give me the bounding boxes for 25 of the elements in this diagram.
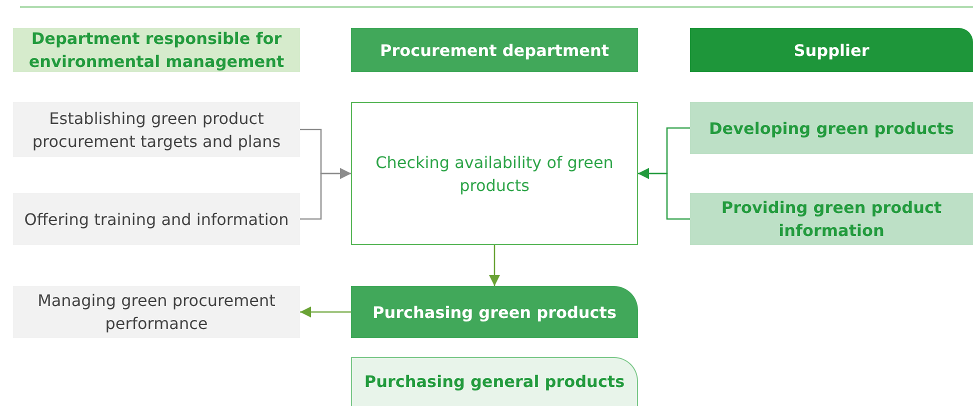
node-label: Checking availability of green products	[374, 152, 614, 196]
task-box	[690, 193, 973, 245]
node-label: Supplier	[794, 40, 870, 62]
arrow	[638, 168, 690, 220]
node-label: Procurement department	[380, 40, 609, 62]
node-label: Developing green products	[708, 118, 954, 140]
node-label: Purchasing general products	[364, 371, 625, 393]
process-box	[351, 102, 638, 245]
column-header	[690, 28, 973, 72]
task-box	[690, 102, 973, 154]
node-label: Establishing green product procurement targets and plans	[31, 108, 282, 152]
process-box	[351, 286, 638, 338]
arrow	[300, 306, 351, 318]
node-label: Providing green product information	[720, 197, 943, 242]
arrow	[489, 245, 500, 286]
node-label: Purchasing green products	[372, 302, 616, 324]
task-box	[13, 286, 300, 338]
column-header	[351, 28, 638, 72]
node-label: Offering training and information	[24, 208, 289, 230]
process-box	[351, 357, 638, 406]
node-label: Managing green procurement performance	[36, 290, 276, 335]
node-label: Department responsible for environmental management	[28, 28, 286, 73]
task-box	[13, 102, 300, 157]
arrow	[300, 168, 351, 220]
task-box	[13, 193, 300, 245]
